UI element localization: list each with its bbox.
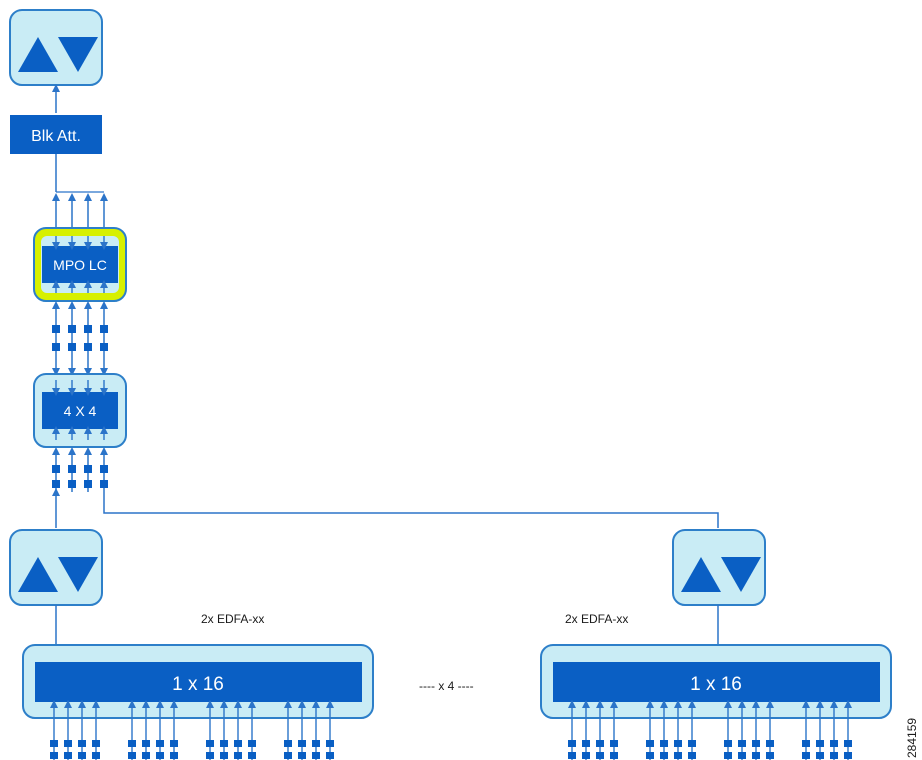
arrow-up-icon (18, 37, 58, 72)
port-connector (284, 740, 292, 747)
port-connector (816, 752, 824, 759)
arrow-up-icon (18, 557, 58, 592)
port-connector (312, 740, 320, 747)
port-connector (844, 752, 852, 759)
port-connector (64, 752, 72, 759)
port-connector (92, 740, 100, 747)
port-connector (234, 740, 242, 747)
port-connector (738, 740, 746, 747)
port-connector (752, 752, 760, 759)
port-connector (688, 752, 696, 759)
port-connector (802, 740, 810, 747)
port-connector (50, 740, 58, 747)
port-connector (220, 740, 228, 747)
port-connector (248, 752, 256, 759)
port-connector (582, 740, 590, 747)
port-connector (234, 752, 242, 759)
port-connector (156, 752, 164, 759)
port-connector (568, 740, 576, 747)
cross-connect-label: 4 X 4 (64, 403, 97, 419)
port-connector (674, 740, 682, 747)
port-connector (156, 740, 164, 747)
port-connector (298, 740, 306, 747)
port-connector (738, 752, 746, 759)
port-connector (830, 740, 838, 747)
port-connector (128, 752, 136, 759)
port-connector (688, 740, 696, 747)
splitter-left-ports (50, 700, 334, 760)
port-connector (298, 752, 306, 759)
splitter-right-ports (568, 700, 852, 760)
cross-connect-block: 4 X 4 (33, 373, 127, 448)
port-connector (220, 752, 228, 759)
edfa-left-caption: 2x EDFA-xx (201, 612, 264, 626)
port-connector (816, 740, 824, 747)
port-connector (128, 740, 136, 747)
amplifier-top (9, 9, 103, 86)
mpo-lc-label: MPO LC (53, 257, 107, 273)
port-connector (284, 752, 292, 759)
port-connector (142, 740, 150, 747)
splitter-right: 1 x 16 (540, 644, 892, 719)
port-connector (582, 752, 590, 759)
port-connector (170, 752, 178, 759)
port-connector (660, 752, 668, 759)
cross-bottom-links (52, 447, 108, 492)
splitter-left-label: 1 x 16 (172, 674, 224, 695)
port-connector (78, 752, 86, 759)
port-connector (312, 752, 320, 759)
connector-line (103, 492, 719, 528)
arrow-up-icon (681, 557, 721, 592)
repeat-caption: ---- x 4 ---- (419, 679, 474, 693)
port-connector (660, 740, 668, 747)
port-connector (142, 752, 150, 759)
blk-att-label: Blk Att. (31, 128, 81, 145)
mpo-lc-block: MPO LC (33, 227, 127, 302)
port-connector (830, 752, 838, 759)
blk-att-block: Blk Att. (10, 115, 102, 154)
amplifier-left (9, 529, 103, 606)
splitter-left: 1 x 16 (22, 644, 374, 719)
port-connector (568, 752, 576, 759)
port-connector (610, 740, 618, 747)
port-connector (596, 740, 604, 747)
port-connector (752, 740, 760, 747)
port-connector (248, 740, 256, 747)
figure-id: 284159 (905, 718, 919, 758)
port-connector (326, 740, 334, 747)
port-connector (724, 752, 732, 759)
mpo-to-cross-links (52, 301, 108, 376)
port-connector (802, 752, 810, 759)
port-connector (78, 740, 86, 747)
port-connector (724, 740, 732, 747)
port-connector (326, 752, 334, 759)
port-connector (206, 740, 214, 747)
port-connector (596, 752, 604, 759)
port-connector (206, 752, 214, 759)
port-connector (646, 752, 654, 759)
port-connector (674, 752, 682, 759)
arrow-down-icon (58, 557, 98, 592)
port-connector (766, 740, 774, 747)
arrow-down-icon (721, 557, 761, 592)
mpo-top-arrows (52, 193, 108, 228)
amplifier-right (672, 529, 766, 606)
port-connector (92, 752, 100, 759)
port-connector (610, 752, 618, 759)
splitter-right-label: 1 x 16 (690, 674, 742, 695)
port-connector (766, 752, 774, 759)
port-connector (844, 740, 852, 747)
port-connector (64, 740, 72, 747)
arrow-down-icon (58, 37, 98, 72)
port-connector (170, 740, 178, 747)
edfa-right-caption: 2x EDFA-xx (565, 612, 628, 626)
port-connector (50, 752, 58, 759)
port-connector (646, 740, 654, 747)
